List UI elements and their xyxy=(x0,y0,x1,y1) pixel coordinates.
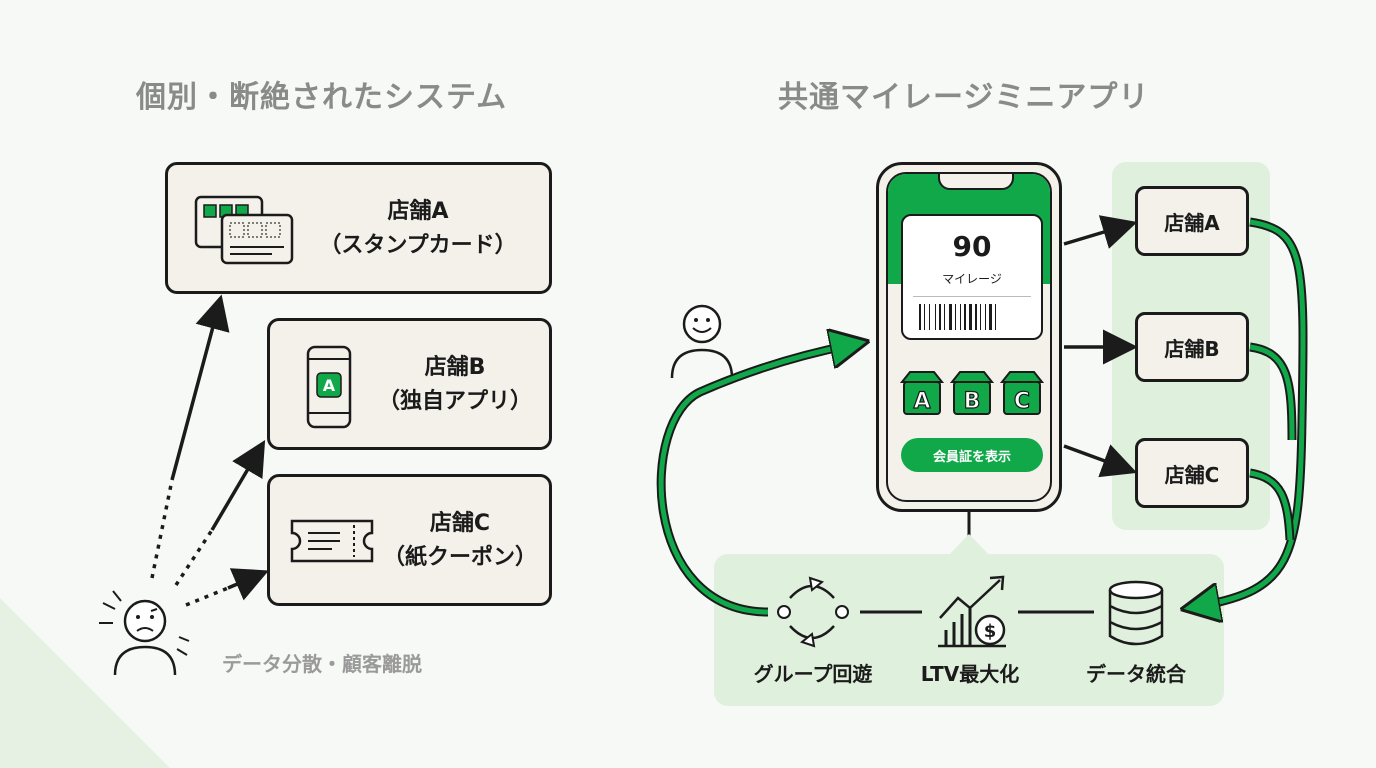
flow-label-ltv: LTV最大化 xyxy=(920,662,1020,686)
paper-coupon-icon xyxy=(290,519,374,563)
store-tags: A B C xyxy=(899,371,1045,415)
store-tag-a[interactable]: A xyxy=(899,371,945,415)
store-tag-a-label: A xyxy=(913,389,930,414)
mileage-label: マイレージ xyxy=(942,272,1002,286)
database-icon xyxy=(1108,580,1164,646)
right-store-a: 店舗A xyxy=(1135,186,1249,256)
flow-label-group-circulation: グループ回遊 xyxy=(753,662,873,686)
left-store-b-name: 店舗B xyxy=(424,355,486,380)
svg-text:A: A xyxy=(323,376,336,395)
stamp-card-icon xyxy=(194,195,294,265)
mileage-divider xyxy=(913,296,1031,297)
left-store-card-c: 店舗C （紙クーポン） xyxy=(267,474,552,606)
store-tag-b-label: B xyxy=(964,389,981,414)
mileage-value: 90 xyxy=(952,230,992,263)
left-note: データ分散・顧客離脱 xyxy=(222,652,422,676)
left-store-card-a: 店舗A （スタンプカード） xyxy=(165,162,552,294)
flow-label-data-integration: データ統合 xyxy=(1086,662,1186,686)
left-title: 個別・断絶されたシステム xyxy=(136,80,508,115)
smartphone-app-icon: A xyxy=(306,345,352,429)
phone-notch xyxy=(938,174,1014,190)
left-store-a-name: 店舗A xyxy=(387,199,449,224)
store-tag-c[interactable]: C xyxy=(999,371,1045,415)
right-store-c: 店舗C xyxy=(1135,438,1249,508)
left-store-b-sub: （独自アプリ） xyxy=(377,389,532,414)
confused-user-icon xyxy=(99,590,190,676)
barcode-icon xyxy=(919,304,996,330)
right-title: 共通マイレージミニアプリ xyxy=(778,80,1150,115)
left-store-c-name: 店舗C xyxy=(429,511,491,536)
happy-user-icon xyxy=(670,304,734,379)
store-tag-c-label: C xyxy=(1014,389,1030,414)
right-store-b: 店舗B xyxy=(1135,312,1249,382)
growth-chart-icon: $ xyxy=(938,575,1006,648)
left-store-a-sub: （スタンプカード） xyxy=(319,233,517,258)
left-store-c-sub: （紙クーポン） xyxy=(382,545,537,570)
store-tag-b[interactable]: B xyxy=(949,371,995,415)
cycle-icon xyxy=(777,576,849,648)
left-store-card-b: A 店舗B （独自アプリ） xyxy=(267,318,552,450)
mileage-card: 90 マイレージ xyxy=(901,214,1043,340)
show-member-card-button[interactable]: 会員証を表示 xyxy=(901,438,1043,472)
mini-app-phone: 90 マイレージ A B C 会員証を表示 xyxy=(876,162,1062,512)
svg-text:$: $ xyxy=(984,621,997,642)
